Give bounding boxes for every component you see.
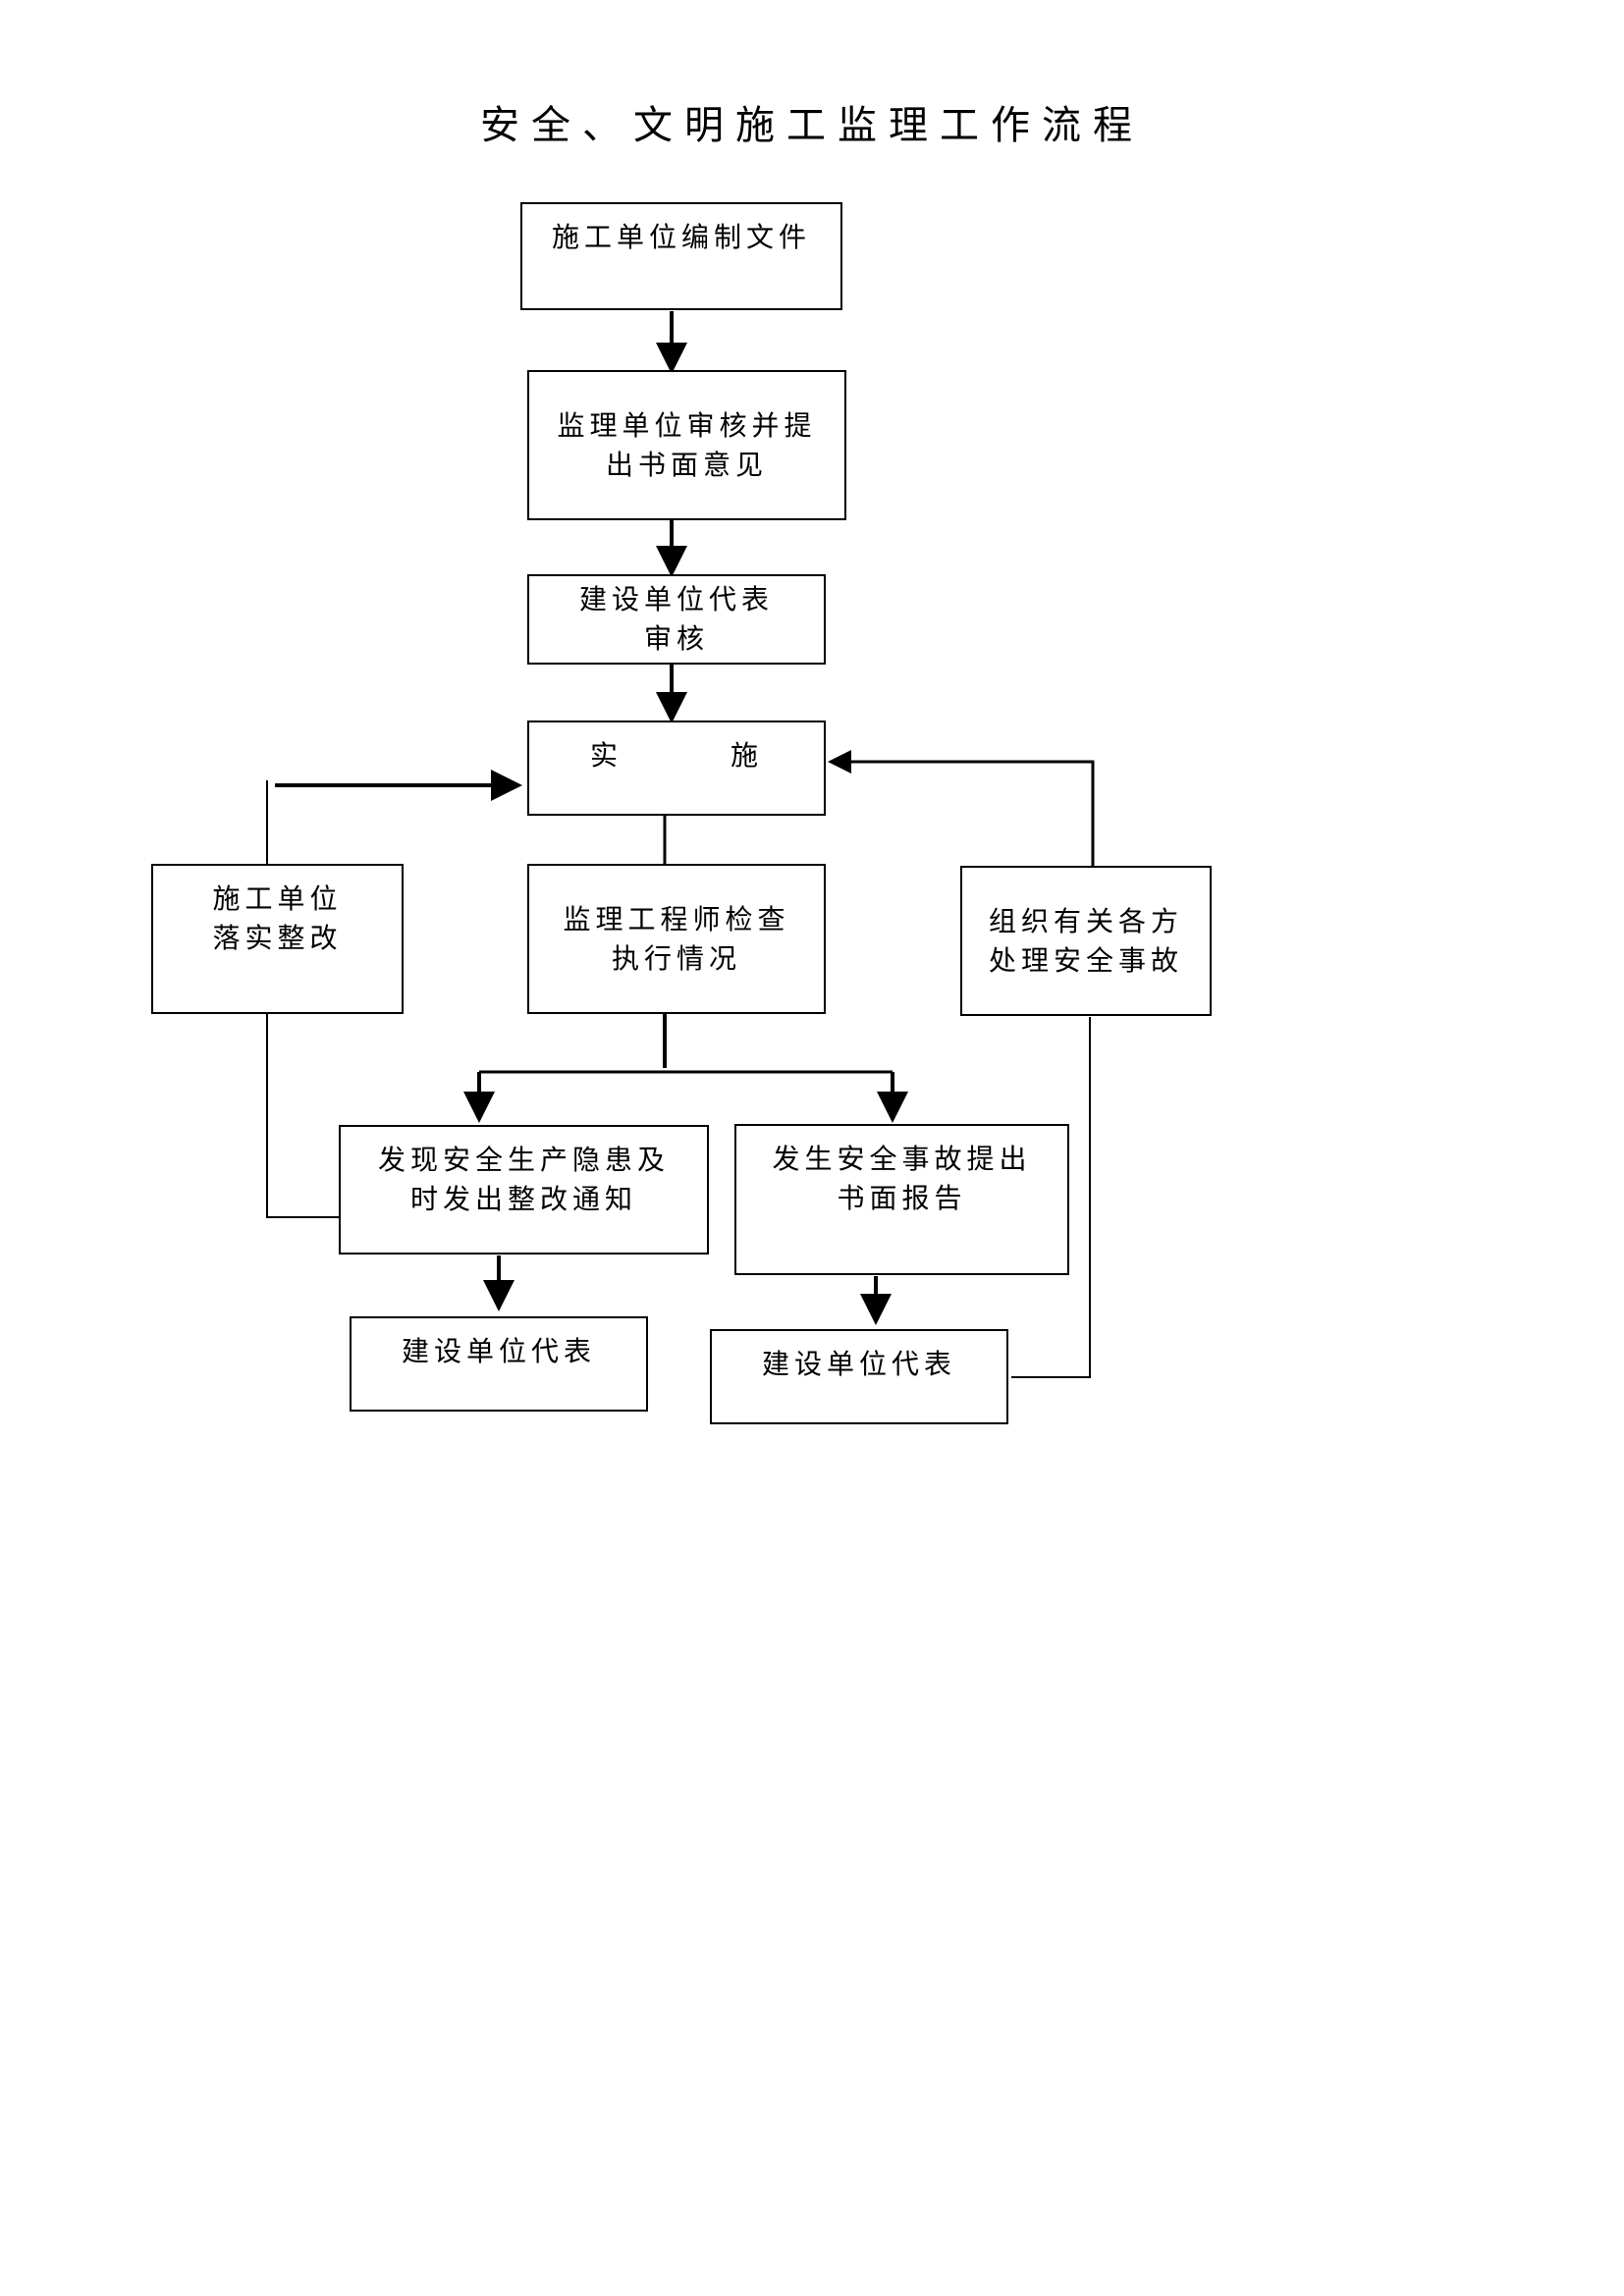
node-text: 执行情况 bbox=[611, 941, 741, 975]
node-text: 处理安全事故 bbox=[988, 943, 1183, 977]
node-supervisor-review: 监理单位审核并提 出书面意见 bbox=[527, 370, 846, 520]
node-text: 建设单位代表 bbox=[578, 583, 774, 615]
node-owner-rep-review: 建设单位代表 审核 bbox=[527, 574, 826, 665]
node-text: 审核 bbox=[643, 622, 709, 655]
node-text: 书面报告 bbox=[837, 1182, 967, 1214]
node-accident-report: 发生安全事故提出 书面报告 bbox=[734, 1124, 1069, 1275]
node-text: 发现安全生产隐患及 bbox=[377, 1144, 670, 1176]
node-compile-documents: 施工单位编制文件 bbox=[520, 202, 842, 310]
node-text: 时发出整改通知 bbox=[409, 1183, 637, 1215]
node-handle-accident: 组织有关各方 处理安全事故 bbox=[960, 866, 1212, 1016]
node-contractor-rectify: 施工单位 落实整改 bbox=[151, 864, 404, 1014]
page-title: 安全、文明施工监理工作流程 bbox=[480, 103, 1144, 148]
node-text: 监理工程师检查 bbox=[563, 902, 790, 935]
node-hazard-notice: 发现安全生产隐患及 时发出整改通知 bbox=[339, 1125, 709, 1255]
node-text: 组织有关各方 bbox=[988, 904, 1183, 937]
node-text: 实 bbox=[589, 739, 623, 772]
node-owner-rep-left: 建设单位代表 bbox=[350, 1316, 648, 1412]
node-text: 监理单位审核并提 bbox=[557, 408, 817, 442]
node-text: 施工单位编制文件 bbox=[551, 221, 811, 253]
node-owner-rep-right: 建设单位代表 bbox=[710, 1329, 1008, 1424]
node-text: 发生安全事故提出 bbox=[772, 1143, 1032, 1175]
node-text: 施 bbox=[731, 739, 764, 772]
node-text: 施工单位 bbox=[212, 882, 343, 915]
node-text: 建设单位代表 bbox=[401, 1335, 596, 1367]
node-implement: 实 施 bbox=[527, 721, 826, 816]
node-text: 落实整改 bbox=[212, 922, 343, 954]
node-engineer-inspect: 监理工程师检查 执行情况 bbox=[527, 864, 826, 1014]
arrow-handle-to-implement bbox=[828, 750, 1095, 868]
node-text: 出书面意见 bbox=[605, 448, 768, 481]
node-text: 建设单位代表 bbox=[761, 1348, 956, 1380]
line-hazard-to-rectify bbox=[266, 1011, 346, 1218]
line-owner-to-handle bbox=[1011, 1017, 1091, 1378]
